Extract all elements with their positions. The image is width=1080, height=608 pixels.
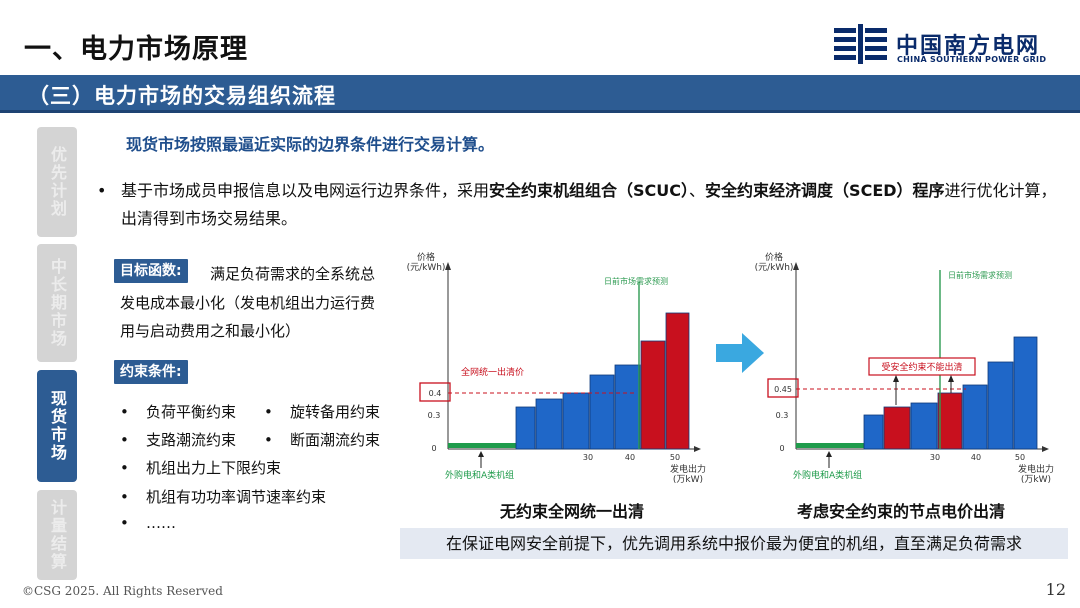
bar-marginal-unit — [665, 312, 690, 450]
y-tick-label: 0.3 — [776, 411, 789, 420]
x-axis-label: (万kW) — [673, 475, 703, 485]
bar-generator — [987, 361, 1014, 450]
chart-security-constrained-clearing: 价格(元/kWh) 发电出力(万kW) 0 0.3 0.45 30 40 50 日前市场需求预测… — [746, 246, 1064, 494]
tab-label: 优先计划 — [48, 146, 67, 218]
constraints-tag: 约束条件: — [114, 360, 188, 384]
section-banner: （三）电力市场的交易组织流程 — [0, 75, 1080, 113]
bar-generator — [535, 398, 563, 450]
arrow-right-icon — [716, 333, 764, 373]
import-label: 外购电和A类机组 — [445, 469, 514, 481]
x-axis-arrow-icon — [1042, 446, 1049, 452]
bar-generator — [863, 414, 884, 450]
tab-label: 现货市场 — [48, 390, 67, 462]
bar-import — [448, 443, 516, 448]
x-axis-label: 发电出力 — [670, 463, 706, 475]
page-number: 12 — [1045, 580, 1066, 599]
constraint-unit-output-limits: •机组出力上下限约束 — [120, 459, 282, 477]
tab-mid-long-term-market[interactable]: 中长期市场 — [37, 244, 77, 362]
lead-statement: 现货市场按照最逼近实际的边界条件进行交易计算。 — [126, 135, 495, 154]
objective-tag: 目标函数: — [114, 259, 188, 283]
objective-line-2: 发电成本最小化（发电机组出力运行费 — [120, 294, 376, 312]
constraint-load-balance: •负荷平衡约束 — [120, 403, 237, 421]
scuc-term: 安全约束机组组合（SCUC） — [489, 181, 690, 200]
x-tick-label: 30 — [583, 453, 593, 462]
bullet-dot: • — [97, 181, 107, 200]
csg-logo-icon — [834, 24, 887, 64]
x-tick-label: 30 — [930, 453, 940, 462]
y-tick-label: 0.3 — [428, 411, 441, 420]
bar-import — [796, 443, 864, 448]
arrow-up-icon — [478, 451, 484, 457]
chart-caption-unconstrained: 无约束全网统一出清 — [500, 502, 645, 521]
demand-forecast-label: 日前市场需求预测 — [604, 276, 668, 286]
constraint-label-box — [868, 357, 976, 376]
logo-text-en: CHINA SOUTHERN POWER GRID — [897, 55, 1047, 64]
y-axis-label: 价格 — [765, 251, 783, 263]
constraint-section-flow: •断面潮流约束 — [264, 431, 381, 449]
arrow-up-icon — [948, 375, 954, 382]
logo-text-cn: 中国南方电网 — [896, 34, 1041, 59]
x-axis-label: (万kW) — [1021, 475, 1051, 485]
constraint-branch-flow: •支路潮流约束 — [120, 431, 237, 449]
y-axis-arrow-icon — [793, 262, 799, 270]
y-axis-label: (元/kWh) — [407, 263, 446, 273]
demand-forecast-label: 日前市场需求预测 — [948, 270, 1012, 280]
y-tick-label: 0.4 — [429, 389, 442, 398]
bar-generator — [614, 364, 641, 450]
bar-generator — [1013, 336, 1038, 450]
import-label: 外购电和A类机组 — [793, 469, 862, 481]
y-axis-label: 价格 — [417, 251, 435, 263]
tab-label: 中长期市场 — [48, 258, 67, 348]
bar-generator — [962, 384, 988, 450]
csg-logo: 中国南方电网 CHINA SOUTHERN POWER GRID — [834, 22, 1064, 68]
y-tick-label: 0.45 — [774, 385, 792, 394]
arrow-up-icon — [893, 375, 899, 382]
intro-text: 基于市场成员申报信息以及电网运行边界条件，采用安全约束机组组合（SCUC）、安全… — [121, 181, 1057, 228]
constraint-ramp-rate: •机组有功功率调节速率约束 — [120, 488, 327, 506]
objective-line-3: 用与启动费用之和最小化） — [120, 322, 301, 340]
chart-unconstrained-clearing: 价格(元/kWh) 发电出力(万kW) 0 0.3 0.4 30 40 50 日前市场需求预测全… — [398, 246, 716, 494]
y-tick-label: 0 — [431, 444, 436, 453]
copyright-footer: ©CSG 2025. All Rights Reserved — [22, 584, 223, 598]
price-highlight-box — [767, 378, 799, 398]
tab-spot-market[interactable]: 现货市场 — [37, 370, 77, 482]
x-axis-label: 发电出力 — [1018, 463, 1054, 475]
clearing-price-label: 全网统一出清价 — [461, 366, 524, 378]
summary-note: 在保证电网安全前提下，优先调用系统中报价最为便宜的机组，直至满足负荷需求 — [400, 528, 1068, 559]
sced-term: 安全约束经济调度（SCED）程序 — [705, 181, 945, 200]
arrow-up-icon — [826, 451, 832, 457]
constraint-spinning-reserve: •旋转备用约束 — [264, 403, 381, 421]
x-tick-label: 50 — [670, 453, 680, 462]
tab-label: 计量结算 — [48, 499, 67, 571]
x-tick-label: 50 — [1015, 453, 1025, 462]
y-axis-label: (元/kWh) — [755, 263, 794, 273]
tab-metering-settlement[interactable]: 计量结算 — [37, 490, 77, 580]
bar-generator — [589, 374, 615, 450]
x-tick-label: 40 — [971, 453, 981, 462]
chart-svg: 价格(元/kWh) 发电出力(万kW) 0 0.3 0.4 30 40 50 日前市场需求预测全… — [407, 251, 706, 485]
y-tick-label: 0 — [779, 444, 784, 453]
constraint-ellipsis: •…… — [120, 514, 176, 532]
objective-line-1: 满足负荷需求的全系统总 — [210, 265, 376, 283]
bar-marginal-unit — [883, 406, 911, 450]
bar-generator — [515, 406, 536, 450]
constraint-label: 受安全约束不能出清 — [881, 361, 962, 373]
y-axis-arrow-icon — [445, 262, 451, 270]
x-axis-arrow-icon — [694, 446, 701, 452]
price-highlight-box — [419, 382, 451, 402]
x-tick-label: 40 — [625, 453, 635, 462]
chart-svg: 价格(元/kWh) 发电出力(万kW) 0 0.3 0.45 30 40 50 日前市场需求预测… — [755, 251, 1054, 485]
bar-generator — [910, 402, 938, 450]
tab-priority-plan[interactable]: 优先计划 — [37, 127, 77, 237]
bar-marginal-unit — [937, 392, 963, 450]
chart-caption-constrained: 考虑安全约束的节点电价出清 — [797, 502, 1006, 521]
bar-marginal-unit — [640, 340, 666, 450]
bar-generator — [562, 392, 590, 450]
section-title: （三）电力市场的交易组织流程 — [28, 84, 336, 108]
page-title: 一、电力市场原理 — [24, 34, 248, 65]
